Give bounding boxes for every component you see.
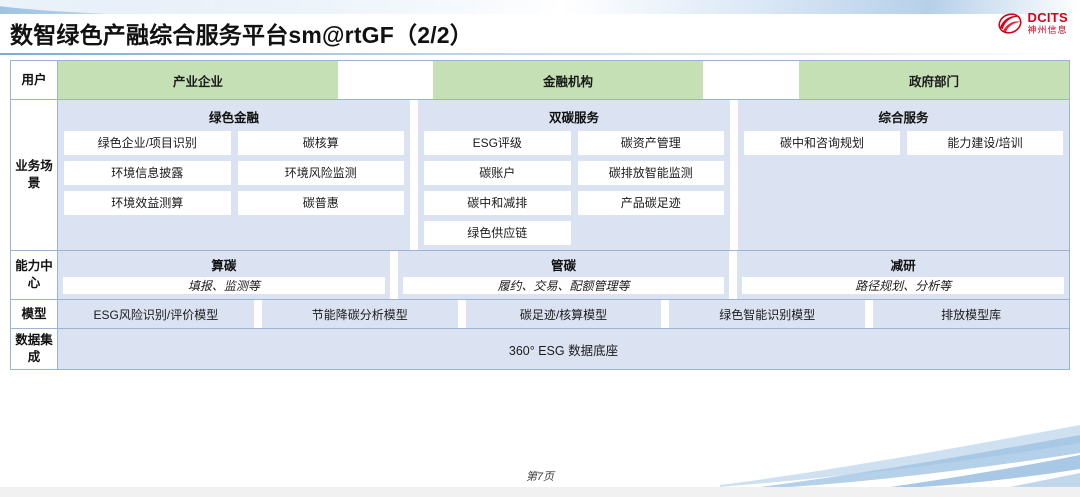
scenario-cell[interactable]: 环境信息披露 bbox=[64, 161, 231, 185]
scenario-cell[interactable]: 碳中和减排 bbox=[424, 191, 571, 215]
user-spacer-2 bbox=[703, 61, 799, 99]
scenario-cell[interactable]: 碳中和咨询规划 bbox=[744, 131, 900, 155]
scenario-cell-list: ESG评级 碳资产管理 碳账户 碳排放智能监测 碳中和减排 产品碳足迹 绿色供应… bbox=[424, 131, 724, 245]
scenario-cell[interactable]: 碳资产管理 bbox=[577, 131, 724, 155]
platform-architecture-table: 用户 产业企业 金融机构 政府部门 业务场景 绿色金融 绿色企业/项目识别 碳核… bbox=[10, 60, 1070, 370]
scenario-cell[interactable]: 碳普惠 bbox=[237, 191, 404, 215]
model-cell[interactable]: 绿色智能识别模型 bbox=[669, 300, 866, 328]
scenario-cell[interactable]: 能力建设/培训 bbox=[907, 131, 1063, 155]
capability-group-carbon-reduction: 减研 路径规划、分析等 bbox=[737, 251, 1070, 299]
scenario-cell[interactable]: 绿色企业/项目识别 bbox=[64, 131, 231, 155]
scenario-cell-list: 绿色企业/项目识别 碳核算 环境信息披露 环境风险监测 环境效益测算 碳普惠 bbox=[64, 131, 404, 215]
row-label-capability: 能力中心 bbox=[10, 250, 58, 300]
scenario-cell[interactable]: 绿色供应链 bbox=[424, 221, 571, 245]
row-label-user: 用户 bbox=[10, 60, 58, 100]
dcits-logo: DCITS 神州信息 bbox=[997, 8, 1069, 38]
scenario-group-title: 绿色金融 bbox=[208, 111, 259, 125]
scenario-cell[interactable]: 碳核算 bbox=[237, 131, 404, 155]
row-label-data: 数据集成 bbox=[10, 328, 58, 370]
scenario-cell[interactable]: 碳账户 bbox=[424, 161, 571, 185]
user-spacer-1 bbox=[338, 61, 433, 99]
model-cell[interactable]: 碳足迹/核算模型 bbox=[465, 300, 662, 328]
scenario-group-title: 双碳服务 bbox=[548, 111, 599, 125]
row-body-capability: 算碳 填报、监测等 管碳 履约、交易、配额管理等 减研 路径规划、分析等 bbox=[57, 250, 1070, 300]
title-bar: 数智绿色产融综合服务平台sm@rtGF（2/2） bbox=[0, 14, 1080, 55]
logo-cn-label: 神州信息 bbox=[1027, 25, 1068, 35]
capability-group-list: 算碳 填报、监测等 管碳 履约、交易、配额管理等 减研 路径规划、分析等 bbox=[58, 251, 1070, 299]
table-row-user: 用户 产业企业 金融机构 政府部门 bbox=[10, 60, 1070, 100]
title-divider bbox=[0, 53, 1080, 55]
model-cell[interactable]: ESG风险识别/评价模型 bbox=[58, 300, 254, 328]
scenario-group-list: 绿色金融 绿色企业/项目识别 碳核算 环境信息披露 环境风险监测 环境效益测算 … bbox=[58, 100, 1069, 250]
row-body-scenario: 绿色金融 绿色企业/项目识别 碳核算 环境信息披露 环境风险监测 环境效益测算 … bbox=[57, 99, 1070, 251]
scenario-cell[interactable]: 环境风险监测 bbox=[237, 161, 404, 185]
capability-group-title: 管碳 bbox=[551, 259, 577, 273]
capability-group-title: 算碳 bbox=[211, 259, 237, 273]
table-row-model: 模型 ESG风险识别/评价模型 节能降碳分析模型 碳足迹/核算模型 绿色智能识别… bbox=[10, 299, 1070, 329]
capability-group-subtitle[interactable]: 填报、监测等 bbox=[63, 277, 385, 294]
user-box-industry[interactable]: 产业企业 bbox=[58, 61, 338, 99]
user-box-financial[interactable]: 金融机构 bbox=[433, 61, 703, 99]
capability-group-carbon-accounting: 算碳 填报、监测等 bbox=[58, 251, 390, 299]
top-decoration bbox=[0, 0, 1080, 14]
capability-group-subtitle[interactable]: 路径规划、分析等 bbox=[742, 277, 1065, 294]
model-cell[interactable]: 节能降碳分析模型 bbox=[261, 300, 458, 328]
row-body-data: 360° ESG 数据底座 bbox=[57, 328, 1070, 370]
capability-group-title: 减研 bbox=[890, 259, 916, 273]
scenario-cell[interactable]: ESG评级 bbox=[424, 131, 571, 155]
table-row-data: 数据集成 360° ESG 数据底座 bbox=[10, 328, 1070, 370]
page-footer: 第7页 bbox=[525, 471, 555, 483]
scenario-group-comprehensive: 综合服务 碳中和咨询规划 能力建设/培训 bbox=[738, 100, 1069, 250]
model-cell-list: ESG风险识别/评价模型 节能降碳分析模型 碳足迹/核算模型 绿色智能识别模型 … bbox=[58, 300, 1069, 328]
scenario-cell-list: 碳中和咨询规划 能力建设/培训 bbox=[744, 131, 1063, 155]
row-body-user: 产业企业 金融机构 政府部门 bbox=[57, 60, 1070, 100]
row-label-scenario: 业务场景 bbox=[10, 99, 58, 251]
dcits-swirl-icon bbox=[997, 13, 1022, 34]
scenario-cell[interactable]: 产品碳足迹 bbox=[577, 191, 724, 215]
user-box-list: 产业企业 金融机构 政府部门 bbox=[58, 61, 1069, 99]
data-foundation-cell[interactable]: 360° ESG 数据底座 bbox=[58, 329, 1069, 369]
scenario-group-dual-carbon: 双碳服务 ESG评级 碳资产管理 碳账户 碳排放智能监测 碳中和减排 产品碳足迹… bbox=[418, 100, 730, 250]
capability-group-carbon-management: 管碳 履约、交易、配额管理等 bbox=[397, 251, 730, 299]
scenario-cell[interactable]: 碳排放智能监测 bbox=[577, 161, 724, 185]
page-title: 数智绿色产融综合服务平台sm@rtGF（2/2） bbox=[10, 22, 473, 48]
user-box-government[interactable]: 政府部门 bbox=[799, 61, 1069, 99]
capability-group-subtitle[interactable]: 履约、交易、配额管理等 bbox=[402, 277, 725, 294]
logo-en-label: DCITS bbox=[1027, 10, 1068, 25]
table-row-scenario: 业务场景 绿色金融 绿色企业/项目识别 碳核算 环境信息披露 环境风险监测 环境… bbox=[10, 99, 1070, 251]
scenario-cell[interactable]: 环境效益测算 bbox=[64, 191, 231, 215]
table-row-capability: 能力中心 算碳 填报、监测等 管碳 履约、交易、配额管理等 减研 路径规划、分析… bbox=[10, 250, 1070, 300]
page-baseline bbox=[0, 487, 1080, 497]
row-body-model: ESG风险识别/评价模型 节能降碳分析模型 碳足迹/核算模型 绿色智能识别模型 … bbox=[57, 299, 1070, 329]
scenario-group-green-finance: 绿色金融 绿色企业/项目识别 碳核算 环境信息披露 环境风险监测 环境效益测算 … bbox=[58, 100, 410, 250]
model-cell[interactable]: 排放模型库 bbox=[873, 300, 1069, 328]
row-label-model: 模型 bbox=[10, 299, 58, 329]
logo-text: DCITS 神州信息 bbox=[1028, 11, 1069, 35]
scenario-group-title: 综合服务 bbox=[878, 111, 929, 125]
